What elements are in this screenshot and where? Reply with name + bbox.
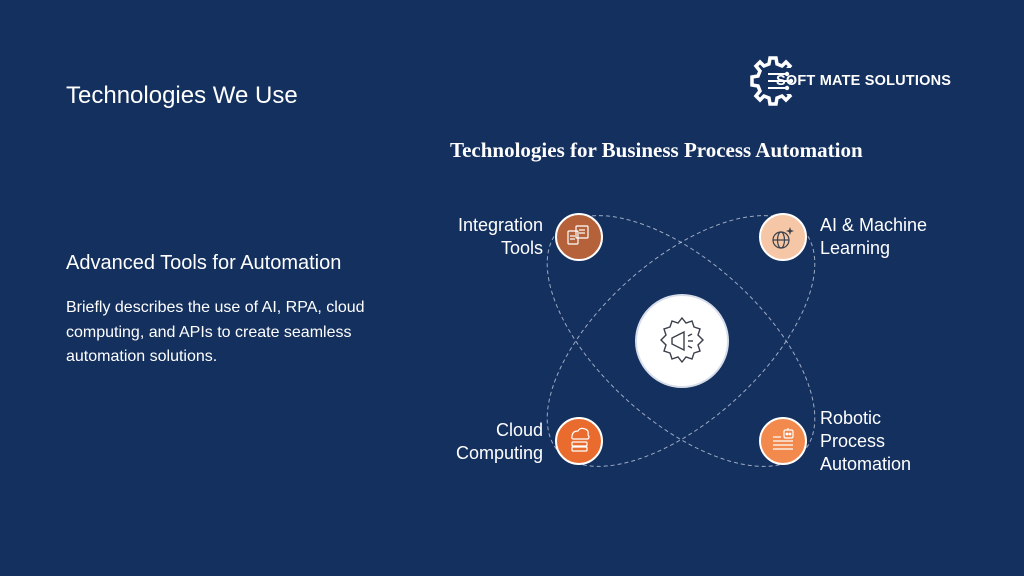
gear-circuit-icon [750, 56, 796, 106]
node-cloud-computing [555, 417, 603, 465]
diagram-title: Technologies for Business Process Automa… [450, 138, 863, 162]
node-integration-tools [555, 213, 603, 261]
label-robotic-process-automation: Robotic Process Automation [820, 407, 911, 476]
slide-description: Briefly describes the use of AI, RPA, cl… [66, 299, 365, 365]
documents-icon [567, 225, 589, 245]
logo-text: SOFT MATE SOLUTIONS [776, 73, 952, 89]
slide-title: Technologies We Use [66, 82, 298, 109]
cloud-server-icon [571, 427, 590, 452]
label-line: Robotic [820, 408, 882, 428]
company-logo: SOFT MATE SOLUTIONS [746, 54, 951, 108]
label-line: Learning [820, 238, 891, 258]
node-robotic-process-automation [759, 417, 807, 465]
globe-sparkle-icon [772, 227, 794, 249]
label-line: AI & Machine [820, 215, 928, 235]
label-line: Process [820, 431, 886, 451]
label-line: Computing [455, 443, 543, 463]
megaphone-gear-icon [660, 316, 704, 364]
label-ai-machine-learning: AI & Machine Learning [820, 214, 927, 260]
center-hub [635, 294, 729, 388]
label-line: Integration [457, 215, 543, 235]
node-ai-machine-learning [759, 213, 807, 261]
label-cloud-computing: Cloud Computing [456, 419, 543, 465]
robot-list-icon [773, 428, 794, 450]
label-line: Tools [500, 238, 543, 258]
slide-subtitle: Advanced Tools for Automation [66, 252, 342, 274]
label-integration-tools: Integration Tools [458, 214, 543, 260]
label-line: Automation [820, 454, 912, 474]
label-line: Cloud [495, 420, 543, 440]
